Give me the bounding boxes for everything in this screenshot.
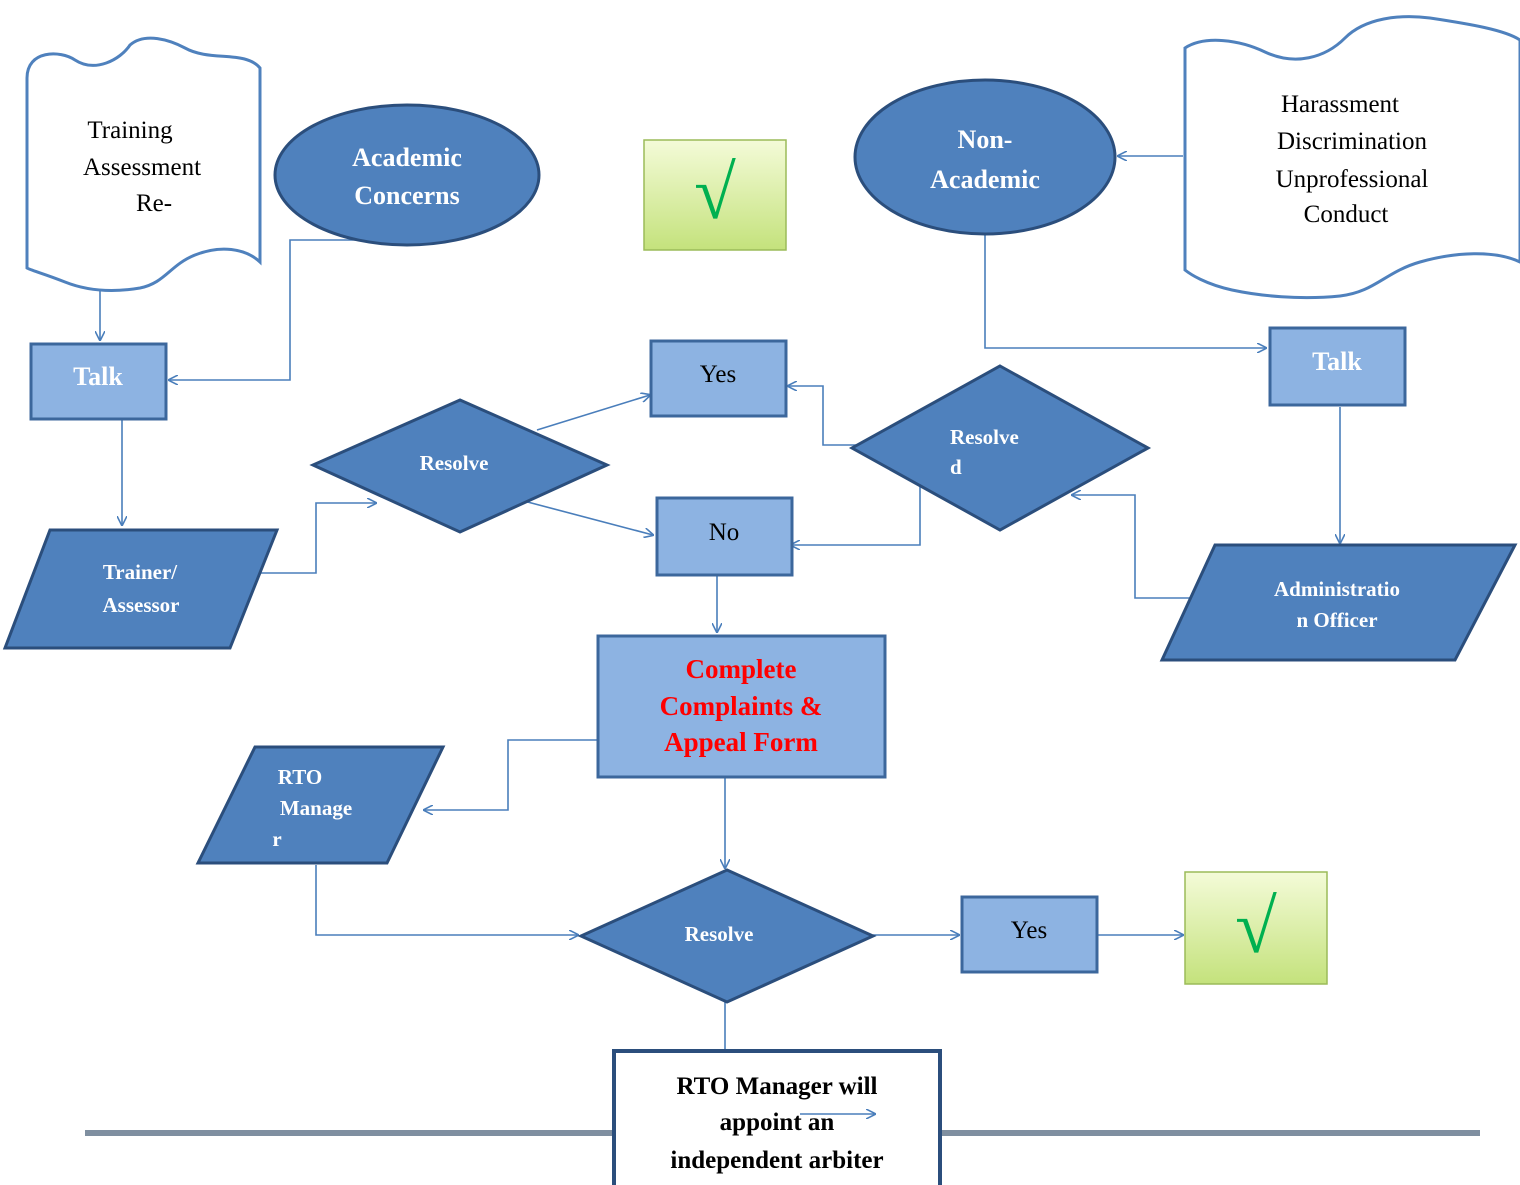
decision-resolved-right: Resolve d bbox=[848, 364, 1152, 532]
rto-line-2: Manage bbox=[280, 796, 352, 820]
rto-line-3: r bbox=[272, 827, 281, 851]
box-yes-bottom: Yes bbox=[960, 895, 1099, 974]
decision-resolved-bottom: Resolve bbox=[577, 868, 877, 1004]
trainer-line-2: Assessor bbox=[103, 593, 180, 617]
talk-right-label: Talk bbox=[1312, 347, 1362, 376]
resolved-left-label: Resolve bbox=[420, 451, 489, 475]
box-talk-left: Talk bbox=[29, 342, 168, 421]
form-line-1: Complete bbox=[686, 654, 797, 684]
connector-rto-to-resolved-bottom bbox=[315, 865, 578, 935]
resolved-bottom-label: Resolve bbox=[685, 922, 754, 946]
document-harassment-line-1: Harassment bbox=[1281, 91, 1399, 118]
box-yes-top: Yes bbox=[649, 339, 788, 418]
document-harassment-line-4: Conduct bbox=[1304, 201, 1389, 228]
document-harassment-line-3: Unprofessional bbox=[1276, 166, 1429, 193]
document-harassment: Harassment Discrimination Unprofessional… bbox=[1183, 15, 1520, 300]
yes-top-label: Yes bbox=[700, 361, 736, 388]
parallelogram-trainer-assessor: Trainer/ Assessor bbox=[2, 528, 280, 650]
connector-resolved-right-to-yes bbox=[788, 386, 878, 446]
admin-line-2: n Officer bbox=[1296, 608, 1377, 632]
check-box-top: √ bbox=[643, 139, 787, 251]
box-complaints-form: Complete Complaints & Appeal Form bbox=[596, 634, 887, 779]
non-academic-line-2: Academic bbox=[930, 165, 1040, 194]
document-training-line-1: Training bbox=[87, 117, 173, 144]
yes-bottom-label: Yes bbox=[1011, 917, 1047, 944]
no-label: No bbox=[709, 519, 740, 546]
resolved-right-line-1: Resolve bbox=[950, 425, 1019, 449]
form-line-2: Complaints & bbox=[660, 691, 823, 721]
check-mark-icon: √ bbox=[694, 151, 736, 235]
connector-resolved-right-to-no bbox=[791, 470, 921, 545]
decision-resolved-left: Resolve bbox=[309, 398, 611, 534]
connector-resolved-left-to-no bbox=[519, 499, 653, 535]
connector-academic-to-talk-left bbox=[169, 239, 405, 380]
academic-line-2: Concerns bbox=[354, 181, 459, 210]
talk-left-label: Talk bbox=[73, 362, 123, 391]
connector-admin-to-resolved-right bbox=[1072, 495, 1200, 599]
parallelogram-rto-manager: RTO Manage r bbox=[195, 745, 446, 865]
arbiter-line-1: RTO Manager will bbox=[677, 1073, 878, 1100]
check-mark-icon: √ bbox=[1235, 885, 1277, 969]
document-harassment-line-2: Discrimination bbox=[1277, 128, 1427, 155]
ellipse-non-academic: Non- Academic bbox=[853, 78, 1117, 236]
connector-form-to-rto bbox=[424, 739, 597, 810]
parallelogram-administration-officer: Administratio n Officer bbox=[1159, 543, 1518, 662]
document-training-line-3: Re- bbox=[136, 190, 172, 217]
box-no: No bbox=[655, 496, 794, 577]
admin-line-1: Administratio bbox=[1274, 577, 1400, 601]
academic-line-1: Academic bbox=[352, 143, 462, 172]
non-academic-line-1: Non- bbox=[958, 125, 1013, 154]
arbiter-line-3: independent arbiter bbox=[670, 1147, 883, 1174]
check-box-bottom: √ bbox=[1184, 871, 1328, 985]
resolved-right-line-2: d bbox=[950, 455, 962, 479]
document-training-line-2: Assessment bbox=[83, 154, 201, 181]
form-line-3: Appeal Form bbox=[664, 727, 818, 757]
trainer-line-1: Trainer/ bbox=[103, 560, 178, 584]
ellipse-academic-concerns: Academic Concerns bbox=[273, 103, 541, 247]
box-independent-arbiter: RTO Manager will appoint an independent … bbox=[612, 1049, 942, 1185]
connector-resolved-left-to-yes bbox=[536, 395, 650, 431]
document-training: Training Assessment Re- bbox=[25, 36, 262, 292]
arbiter-line-2: appoint an bbox=[720, 1109, 835, 1136]
rto-line-1: RTO bbox=[278, 765, 322, 789]
connector-nonacademic-to-talk-right bbox=[984, 232, 1266, 348]
connector-trainer-to-resolved-left bbox=[260, 503, 376, 574]
box-talk-right: Talk bbox=[1268, 326, 1407, 407]
